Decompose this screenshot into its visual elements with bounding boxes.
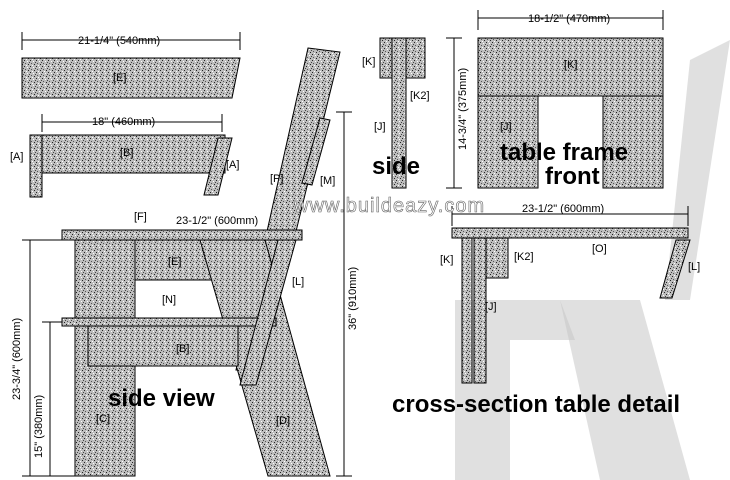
part-a-right [203, 137, 233, 196]
part-b-board [29, 134, 226, 174]
label-b: [B] [120, 147, 133, 159]
label-a-right: [A] [226, 159, 239, 171]
label-k-cross: [K] [440, 254, 453, 266]
dim-label-frame-width: 18-1/2" (470mm) [528, 13, 610, 25]
dim-label-top: 23-1/2" (600mm) [176, 215, 258, 227]
label-c: [C] [96, 413, 110, 425]
part-e-board [21, 57, 241, 99]
label-p: [P] [270, 173, 283, 185]
label-m: [M] [320, 175, 335, 187]
label-d: [D] [276, 415, 290, 427]
label-f: [F] [134, 211, 147, 223]
heading-table-frame: table frame [500, 139, 628, 166]
dim-label-e: 21-1/4" (540mm) [78, 35, 160, 47]
label-k-side: [K] [362, 56, 375, 68]
label-j-side: [J] [374, 121, 386, 133]
label-k2-cross: [K2] [514, 251, 534, 263]
label-n: [N] [162, 294, 176, 306]
cross-section-detail [451, 227, 691, 384]
dim-label-back: 36" (910mm) [347, 267, 359, 330]
heading-side: side [372, 153, 420, 180]
label-o: [O] [592, 243, 607, 255]
table-frame-front [477, 37, 664, 189]
label-e: [E] [113, 72, 126, 84]
label-k-frame: [K] [564, 59, 577, 71]
label-k2-side: [K2] [410, 90, 430, 102]
label-j-frame: [J] [500, 121, 512, 133]
side-view-chair [61, 47, 341, 477]
dim-label-b: 18" (460mm) [92, 116, 155, 128]
part-a-left [29, 134, 43, 198]
dim-label-height: 23-3/4" (600mm) [11, 318, 23, 400]
dim-label-seat: 15" (380mm) [33, 395, 45, 458]
heading-cross-section: cross-section table detail [392, 391, 680, 418]
label-a-left: [A] [10, 151, 23, 163]
side-detail-j [391, 37, 407, 189]
dim-label-cross: 23-1/2" (600mm) [522, 203, 604, 215]
label-l: [L] [292, 276, 304, 288]
watermark: www.buildeazy.com [293, 195, 485, 217]
label-l-cross: [L] [688, 261, 700, 273]
heading-front: front [545, 163, 600, 190]
label-j-cross: [J] [485, 301, 497, 313]
dim-label-frame-height: 14-3/4" (375mm) [457, 68, 469, 150]
label-b-side: [B] [176, 343, 189, 355]
heading-side-view: side view [108, 385, 215, 412]
label-e-side: [E] [168, 256, 181, 268]
